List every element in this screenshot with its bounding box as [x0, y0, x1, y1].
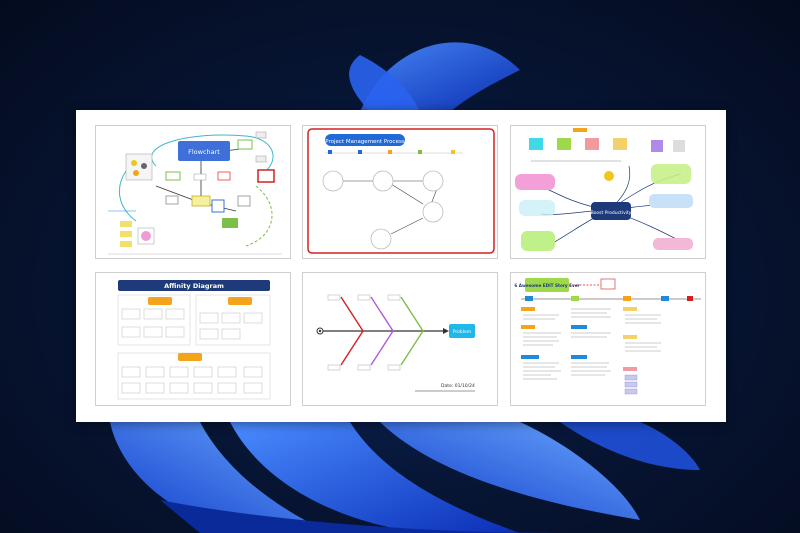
- boost-center-box: [591, 202, 631, 220]
- bloom-petal-bottom-right: [380, 422, 640, 520]
- templates-panel: Flowchart Project Managemen: [76, 110, 726, 422]
- story-title-box: [525, 278, 569, 292]
- bloom-petal-bottom-left: [110, 422, 330, 533]
- bloom-petal-base: [160, 500, 560, 533]
- pmp-title-box: [325, 134, 405, 146]
- template-project-management-process[interactable]: Project Management Process: [302, 125, 498, 259]
- flowchart-title: Flowchart: [188, 148, 220, 156]
- fishbone-footer: Date: 01/10/24: [441, 383, 475, 389]
- affinity-title-bar: [118, 280, 270, 291]
- story-title: 6 Awesome EDIT Story Ever: [514, 283, 580, 288]
- template-fishbone[interactable]: Problem Date: 01/10/24: [302, 272, 498, 406]
- bloom-petal-bottom-mid: [230, 422, 520, 533]
- template-boost-productivity[interactable]: Boost Productivity: [510, 125, 706, 259]
- boost-title: Boost Productivity: [591, 210, 632, 216]
- affinity-title: Affinity Diagram: [164, 282, 224, 290]
- fishbone-head-box: [449, 324, 475, 338]
- template-story[interactable]: 6 Awesome EDIT Story Ever: [510, 272, 706, 406]
- pmp-title: Project Management Process: [325, 139, 405, 145]
- fishbone-head-arrow: [443, 328, 449, 334]
- template-flowchart[interactable]: Flowchart: [95, 125, 291, 259]
- bloom-petal-far-right: [560, 422, 700, 470]
- bloom-petal-top-left: [349, 55, 420, 112]
- flowchart-title-box: [178, 141, 230, 161]
- fishbone-head-label: Problem: [453, 329, 471, 335]
- template-affinity-diagram[interactable]: Affinity Diagram: [95, 272, 291, 406]
